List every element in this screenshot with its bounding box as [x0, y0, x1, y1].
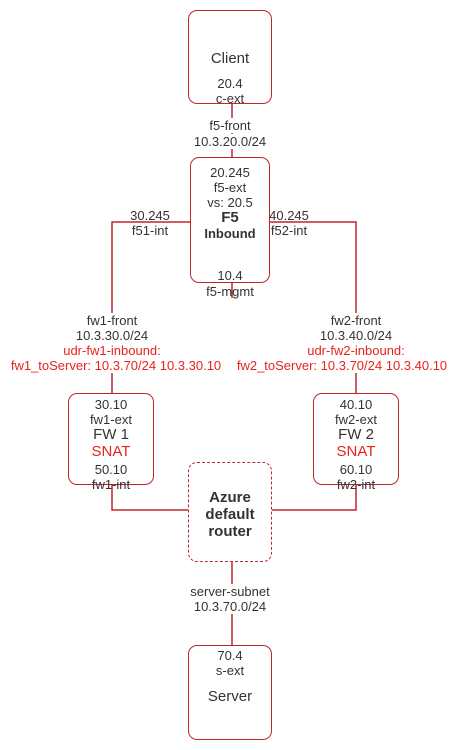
fw2-front-subnet: 10.3.40.0/24	[316, 328, 396, 343]
f5-int1-iface: f51-int	[131, 223, 169, 238]
fw1-int-ip: 50.10	[94, 462, 128, 477]
fw1-front-route: fw1_toServer: 10.3.70/24 10.3.30.10	[7, 358, 225, 373]
f5-front-subnet: 10.3.20.0/24	[190, 134, 270, 149]
fw2-nat: SNAT	[336, 443, 376, 460]
fw1-nat: SNAT	[91, 443, 131, 460]
client-ip: 20.4	[217, 76, 243, 91]
fw1-router-link	[111, 485, 188, 511]
fw1-front-subnet: 10.3.30.0/24	[72, 328, 152, 343]
fw1-ext-iface: fw1-ext	[90, 412, 132, 427]
f5-vs: vs: 20.5	[207, 195, 253, 210]
router-line3: router	[208, 523, 252, 540]
f5-subtitle: Inbound	[204, 226, 256, 241]
fw1-int-iface: fw1-int	[91, 477, 131, 492]
router-box[interactable]	[188, 462, 272, 562]
f5-mgmt-ip: 10.4	[217, 268, 243, 283]
fw2-box[interactable]	[313, 393, 399, 485]
f5-title: F5	[221, 209, 239, 226]
f5-ext-ip: 20.245	[210, 165, 250, 180]
server-iface: s-ext	[215, 663, 245, 678]
f5-mgmt-iface: f5-mgmt	[206, 284, 254, 299]
client-box[interactable]	[188, 10, 272, 104]
fw2-ext-iface: fw2-ext	[335, 412, 377, 427]
server-name: Server	[207, 688, 253, 705]
f5-int2-ip: 40.245	[269, 208, 309, 223]
client-name: Client	[210, 50, 250, 67]
fw2-front-route: fw2_toServer: 10.3.70/24 10.3.40.10	[233, 358, 451, 373]
f5-int1-ip: 30.245	[130, 208, 170, 223]
fw1-name: FW 1	[93, 426, 129, 443]
f5-front-label: f5-front	[206, 118, 254, 133]
fw2-ext-ip: 40.10	[339, 397, 373, 412]
f5-int2-iface: f52-int	[270, 223, 308, 238]
fw2-int-iface: fw2-int	[336, 477, 376, 492]
fw2-front-label: fw2-front	[327, 313, 385, 328]
fw1-box[interactable]	[68, 393, 154, 485]
fw2-router-link	[272, 485, 357, 511]
router-line2: default	[205, 506, 255, 523]
client-iface: c-ext	[215, 91, 245, 106]
fw2-int-ip: 60.10	[339, 462, 373, 477]
server-box[interactable]	[188, 645, 272, 740]
router-line1: Azure	[209, 489, 251, 506]
f5-box[interactable]	[190, 157, 270, 283]
f5-ext-iface: f5-ext	[213, 180, 247, 195]
fw1-front-udr: udr-fw1-inbound:	[60, 343, 164, 358]
fw2-name: FW 2	[338, 426, 374, 443]
fw2-front-udr: udr-fw2-inbound:	[304, 343, 408, 358]
server-ip: 70.4	[217, 648, 243, 663]
fw1-ext-ip: 30.10	[94, 397, 128, 412]
fw1-front-label: fw1-front	[83, 313, 141, 328]
server-subnet-label: server-subnet	[187, 584, 273, 599]
server-subnet-cidr: 10.3.70.0/24	[190, 599, 270, 614]
